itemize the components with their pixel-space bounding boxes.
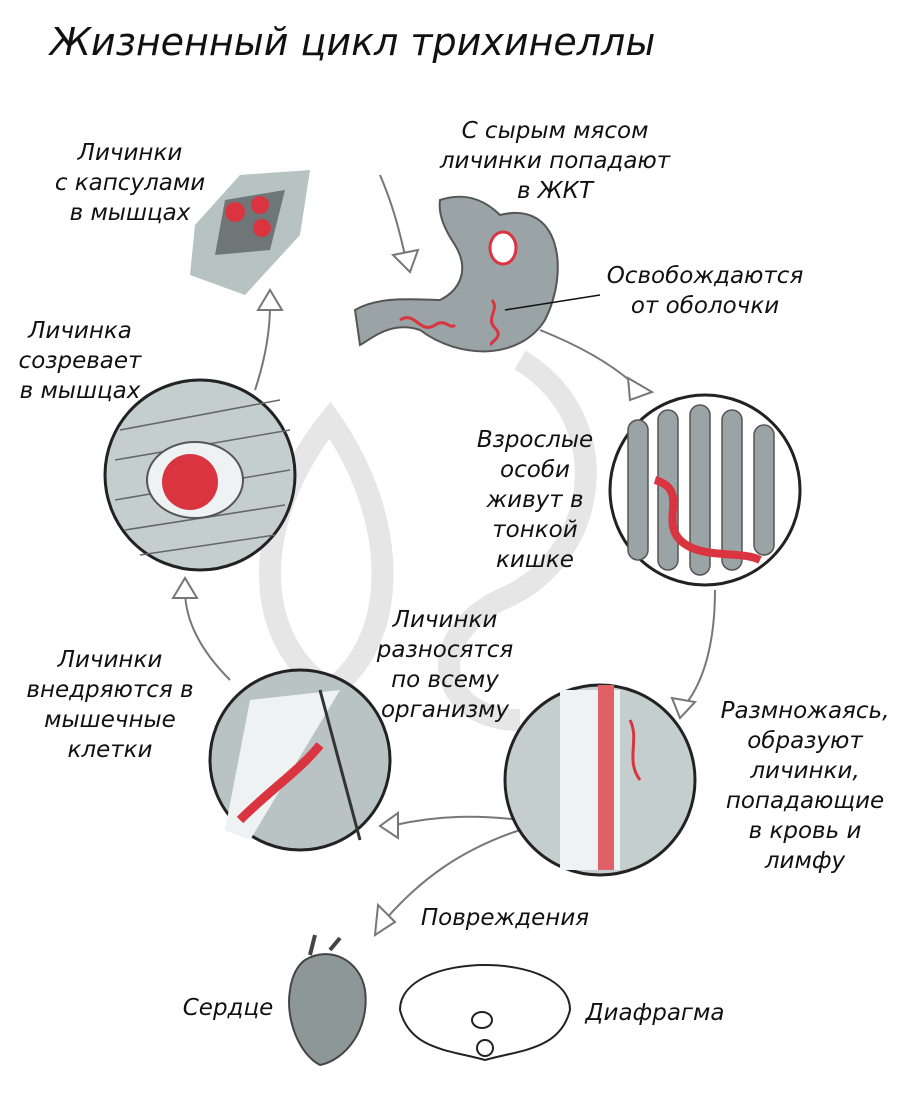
- svg-text:кишке: кишке: [496, 547, 574, 573]
- svg-text:Взрослые: Взрослые: [477, 427, 593, 453]
- svg-text:организму: организму: [381, 697, 509, 723]
- label-capsules: Личинки с капсулами в мышцах: [55, 140, 205, 226]
- page-title: Жизненный цикл трихинеллы: [48, 20, 655, 64]
- diaphragm-illustration: [398, 964, 572, 1062]
- label-adults: Взрослые особи живут в тонкой кишке: [477, 427, 593, 573]
- muscle-capsule-illustration: [190, 170, 310, 295]
- svg-text:личинки,: личинки,: [749, 758, 859, 784]
- svg-text:по всему: по всему: [391, 667, 499, 693]
- label-reproduce: Размножаясь, образуют личинки, попадающи…: [721, 698, 890, 874]
- svg-text:Личинки: Личинки: [77, 140, 183, 166]
- svg-text:в ЖКТ: в ЖКТ: [517, 178, 595, 204]
- cycle-arrows: [184, 174, 716, 921]
- svg-text:Личинки: Личинки: [392, 607, 498, 633]
- arrow-invade-to-mature: [184, 589, 231, 681]
- svg-text:с капсулами: с капсулами: [55, 170, 205, 196]
- label-invade: Личинки внедряются в мышечные клетки: [26, 647, 193, 763]
- blood-lymph-circle: [503, 683, 697, 877]
- svg-text:Личинка: Личинка: [27, 318, 132, 344]
- svg-text:образуют: образуют: [747, 728, 863, 754]
- small-intestine-circle: [608, 393, 802, 587]
- svg-text:клетки: клетки: [68, 737, 153, 763]
- mature-larva-circle: [103, 378, 297, 572]
- stomach-illustration: [353, 195, 601, 353]
- label-heart: Сердце: [183, 995, 274, 1021]
- svg-text:Освобождаются: Освобождаются: [607, 263, 804, 289]
- svg-text:разносятся: разносятся: [376, 637, 514, 663]
- svg-text:Размножаясь,: Размножаясь,: [721, 698, 890, 724]
- arrow-blood-to-muscle: [394, 815, 521, 826]
- label-released: Освобождаются от оболочки: [607, 263, 804, 319]
- heart-illustration: [288, 934, 367, 1067]
- svg-text:внедряются в: внедряются в: [26, 677, 193, 703]
- svg-text:в мышцах: в мышцах: [70, 200, 191, 226]
- svg-text:созревает: созревает: [19, 348, 142, 374]
- label-diaphragm: Диафрагма: [585, 1000, 725, 1026]
- svg-text:Личинки: Личинки: [57, 647, 163, 673]
- svg-text:особи: особи: [500, 457, 570, 483]
- svg-text:живут в: живут в: [485, 487, 583, 513]
- arrow-into-stomach: [379, 174, 406, 256]
- arrow-intestine-to-blood: [684, 589, 716, 706]
- svg-text:в кровь и: в кровь и: [749, 818, 862, 844]
- arrow-mature-to-capsule: [254, 304, 271, 391]
- svg-text:личинки попадают: личинки попадают: [439, 148, 671, 174]
- svg-text:попадающие: попадающие: [726, 788, 884, 814]
- svg-text:мышечные: мышечные: [44, 707, 176, 733]
- label-matures: Личинка созревает в мышцах: [19, 318, 142, 404]
- muscle-invasion-circle: [208, 668, 392, 852]
- svg-text:лимфу: лимфу: [764, 848, 846, 874]
- label-raw-meat: С сырым мясом личинки попадают в ЖКТ: [439, 118, 671, 204]
- label-damage: Повреждения: [421, 905, 589, 931]
- svg-text:С сырым мясом: С сырым мясом: [462, 118, 649, 144]
- label-spread: Личинки разносятся по всему организму: [376, 607, 514, 723]
- svg-text:в мышцах: в мышцах: [20, 378, 141, 404]
- arrow-to-damage: [384, 829, 521, 921]
- svg-text:тонкой: тонкой: [492, 517, 577, 543]
- svg-text:от оболочки: от оболочки: [631, 293, 779, 319]
